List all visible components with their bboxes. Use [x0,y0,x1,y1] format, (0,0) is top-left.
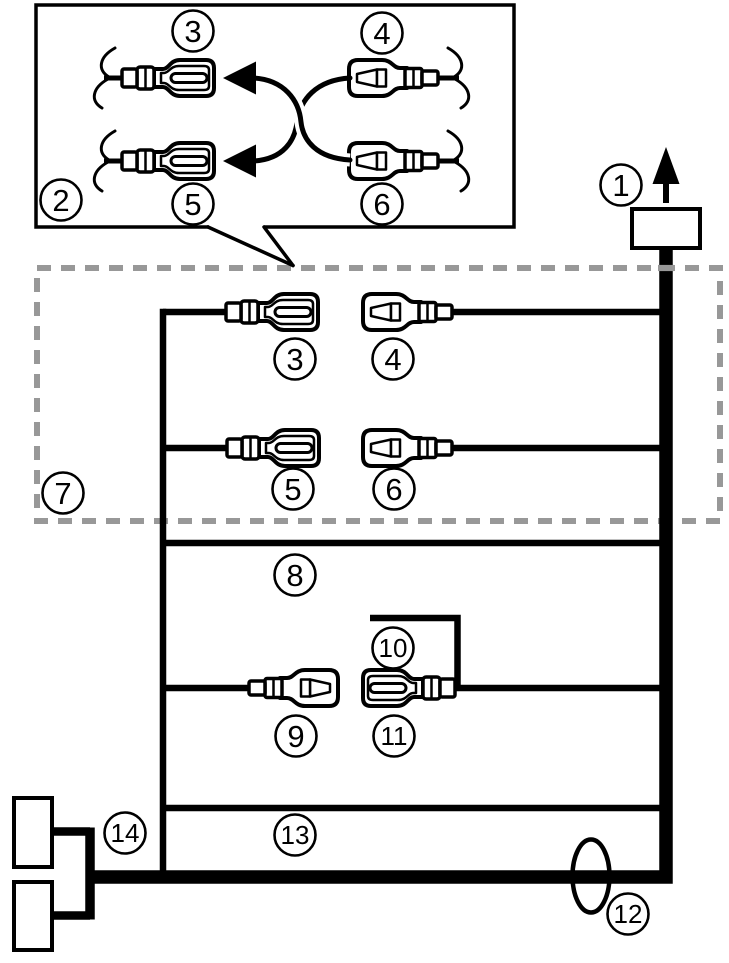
ref-label-6: 6 [372,467,416,511]
cross-curve-6-to-3 [251,75,353,163]
up-arrow-shaft [663,180,669,203]
svg-text:4: 4 [373,16,390,51]
wire-10-branch [370,614,461,688]
callout-tail-gap [209,222,264,232]
svg-text:5: 5 [184,187,201,222]
up-arrow-icon [652,147,680,184]
svg-text:8: 8 [286,558,303,593]
main-power-trunk-wire [86,246,673,884]
connector-5-female-spade [225,428,321,468]
ref-label-3-callout: 3 [171,9,215,53]
callout-tail-right-edge [262,225,295,268]
ref-label-5-callout: 5 [171,182,215,226]
ref-label-9: 9 [274,714,318,758]
ref-label-5: 5 [271,467,315,511]
connector-6-male-bullet [361,428,454,468]
connector-11-female-spade [361,668,457,708]
svg-text:1: 1 [612,168,629,203]
ref-label-2: 2 [39,178,83,222]
wire-harness [50,246,673,920]
speaker-box-bottom [12,880,54,952]
svg-text:9: 9 [287,719,304,754]
svg-text:7: 7 [54,476,71,511]
callout-box [34,3,516,229]
ref-label-11: 11 [372,714,416,758]
svg-text:5: 5 [284,472,301,507]
ref-label-8: 8 [273,553,317,597]
svg-text:13: 13 [281,820,310,850]
svg-text:4: 4 [384,342,401,377]
ref-label-4: 4 [371,337,415,381]
svg-text:6: 6 [373,187,390,222]
antenna-plug-box [630,207,702,250]
callout-tail-left-edge [206,225,295,268]
svg-text:3: 3 [286,342,303,377]
connector-9-male-bullet [247,668,340,708]
ref-label-13: 13 [273,813,317,857]
svg-text:3: 3 [184,14,201,49]
ref-label-7: 7 [41,471,85,515]
ref-label-12: 12 [606,892,650,936]
svg-text:2: 2 [52,183,69,218]
harness-group-dashed-box [34,265,723,524]
svg-text:6: 6 [385,472,402,507]
ref-label-10: 10 [371,626,415,670]
connection-detail-callout: 2 3 4 5 6 [34,3,516,268]
antenna-connector-1 [630,147,702,250]
speaker-box-top [12,796,54,869]
left-arrow-icon-bottom [223,144,256,178]
ref-label-4-callout: 4 [360,11,404,55]
ref-label-6-callout: 6 [360,182,404,226]
connector-3-female-spade [224,292,320,332]
ref-label-3: 3 [273,337,317,381]
svg-text:14: 14 [111,818,140,848]
ref-label-14: 14 [103,811,147,855]
svg-text:12: 12 [614,899,643,929]
svg-text:11: 11 [381,721,408,751]
left-arrow-icon-top [223,61,256,95]
dash-over-trunk [658,264,674,272]
wire-highlight-ellipse-12 [570,837,612,915]
connector-4-male-bullet [361,292,454,332]
ref-label-1: 1 [599,163,643,207]
svg-text:10: 10 [379,633,408,663]
